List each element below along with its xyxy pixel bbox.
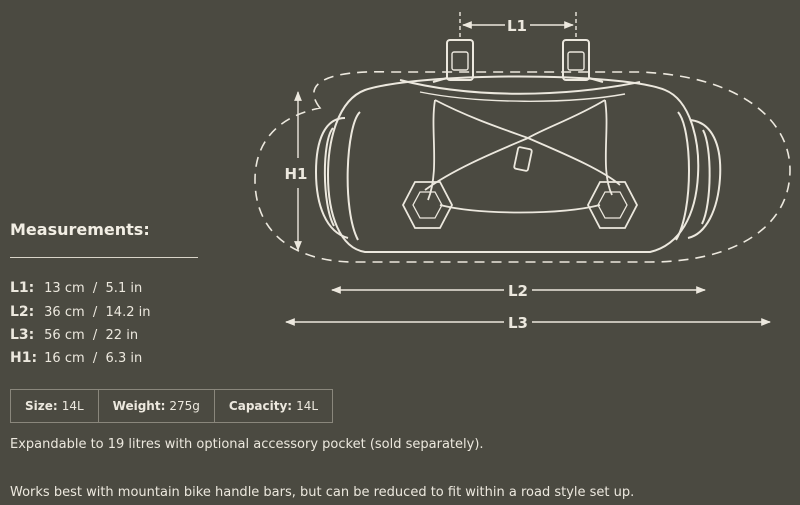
spec-size: Size: 14L [11, 390, 99, 422]
measurement-key: H1: [10, 350, 38, 366]
measurement-key: L1: [10, 280, 35, 296]
measurement-value: 16 cm / 6.3 in [44, 351, 143, 366]
measurement-row-l3: L3: 56 cm / 22 in [10, 327, 138, 343]
measurement-key: L2: [10, 304, 35, 320]
spec-size-label: Size: [25, 399, 58, 413]
measurement-key: L3: [10, 327, 35, 343]
spec-size-value: 14L [61, 399, 84, 413]
bungee-cord [401, 99, 639, 229]
fit-note: Works best with mountain bike handle bar… [10, 485, 635, 500]
measurement-value: 56 cm / 22 in [44, 328, 139, 343]
heading-divider [10, 257, 198, 258]
measurement-row-h1: H1: 16 cm / 6.3 in [10, 350, 142, 366]
l1-label: L1 [507, 17, 527, 35]
measurement-row-l2: L2: 36 cm / 14.2 in [10, 304, 150, 320]
strap-buckles [432, 39, 604, 83]
measurements-heading: Measurements: [10, 220, 150, 239]
spec-weight: Weight: 275g [99, 390, 215, 422]
bag-body [314, 75, 722, 253]
spec-table: Size: 14L Weight: 275g Capacity: 14L [10, 389, 334, 423]
l2-label: L2 [508, 282, 528, 300]
expanded-outline [254, 70, 791, 263]
measurement-row-l1: L1: 13 cm / 5.1 in [10, 280, 142, 296]
spec-capacity: Capacity: 14L [215, 390, 332, 422]
spec-weight-label: Weight: [112, 399, 166, 413]
spec-capacity-value: 14L [296, 399, 319, 413]
measurement-value: 36 cm / 14.2 in [44, 305, 151, 320]
measurement-value: 13 cm / 5.1 in [44, 281, 143, 296]
spec-capacity-label: Capacity: [228, 399, 293, 413]
h1-label: H1 [285, 165, 308, 183]
expandable-note: Expandable to 19 litres with optional ac… [10, 437, 484, 452]
l3-label: L3 [508, 314, 528, 332]
l1-dimension [459, 12, 577, 40]
spec-weight-value: 275g [169, 399, 200, 413]
